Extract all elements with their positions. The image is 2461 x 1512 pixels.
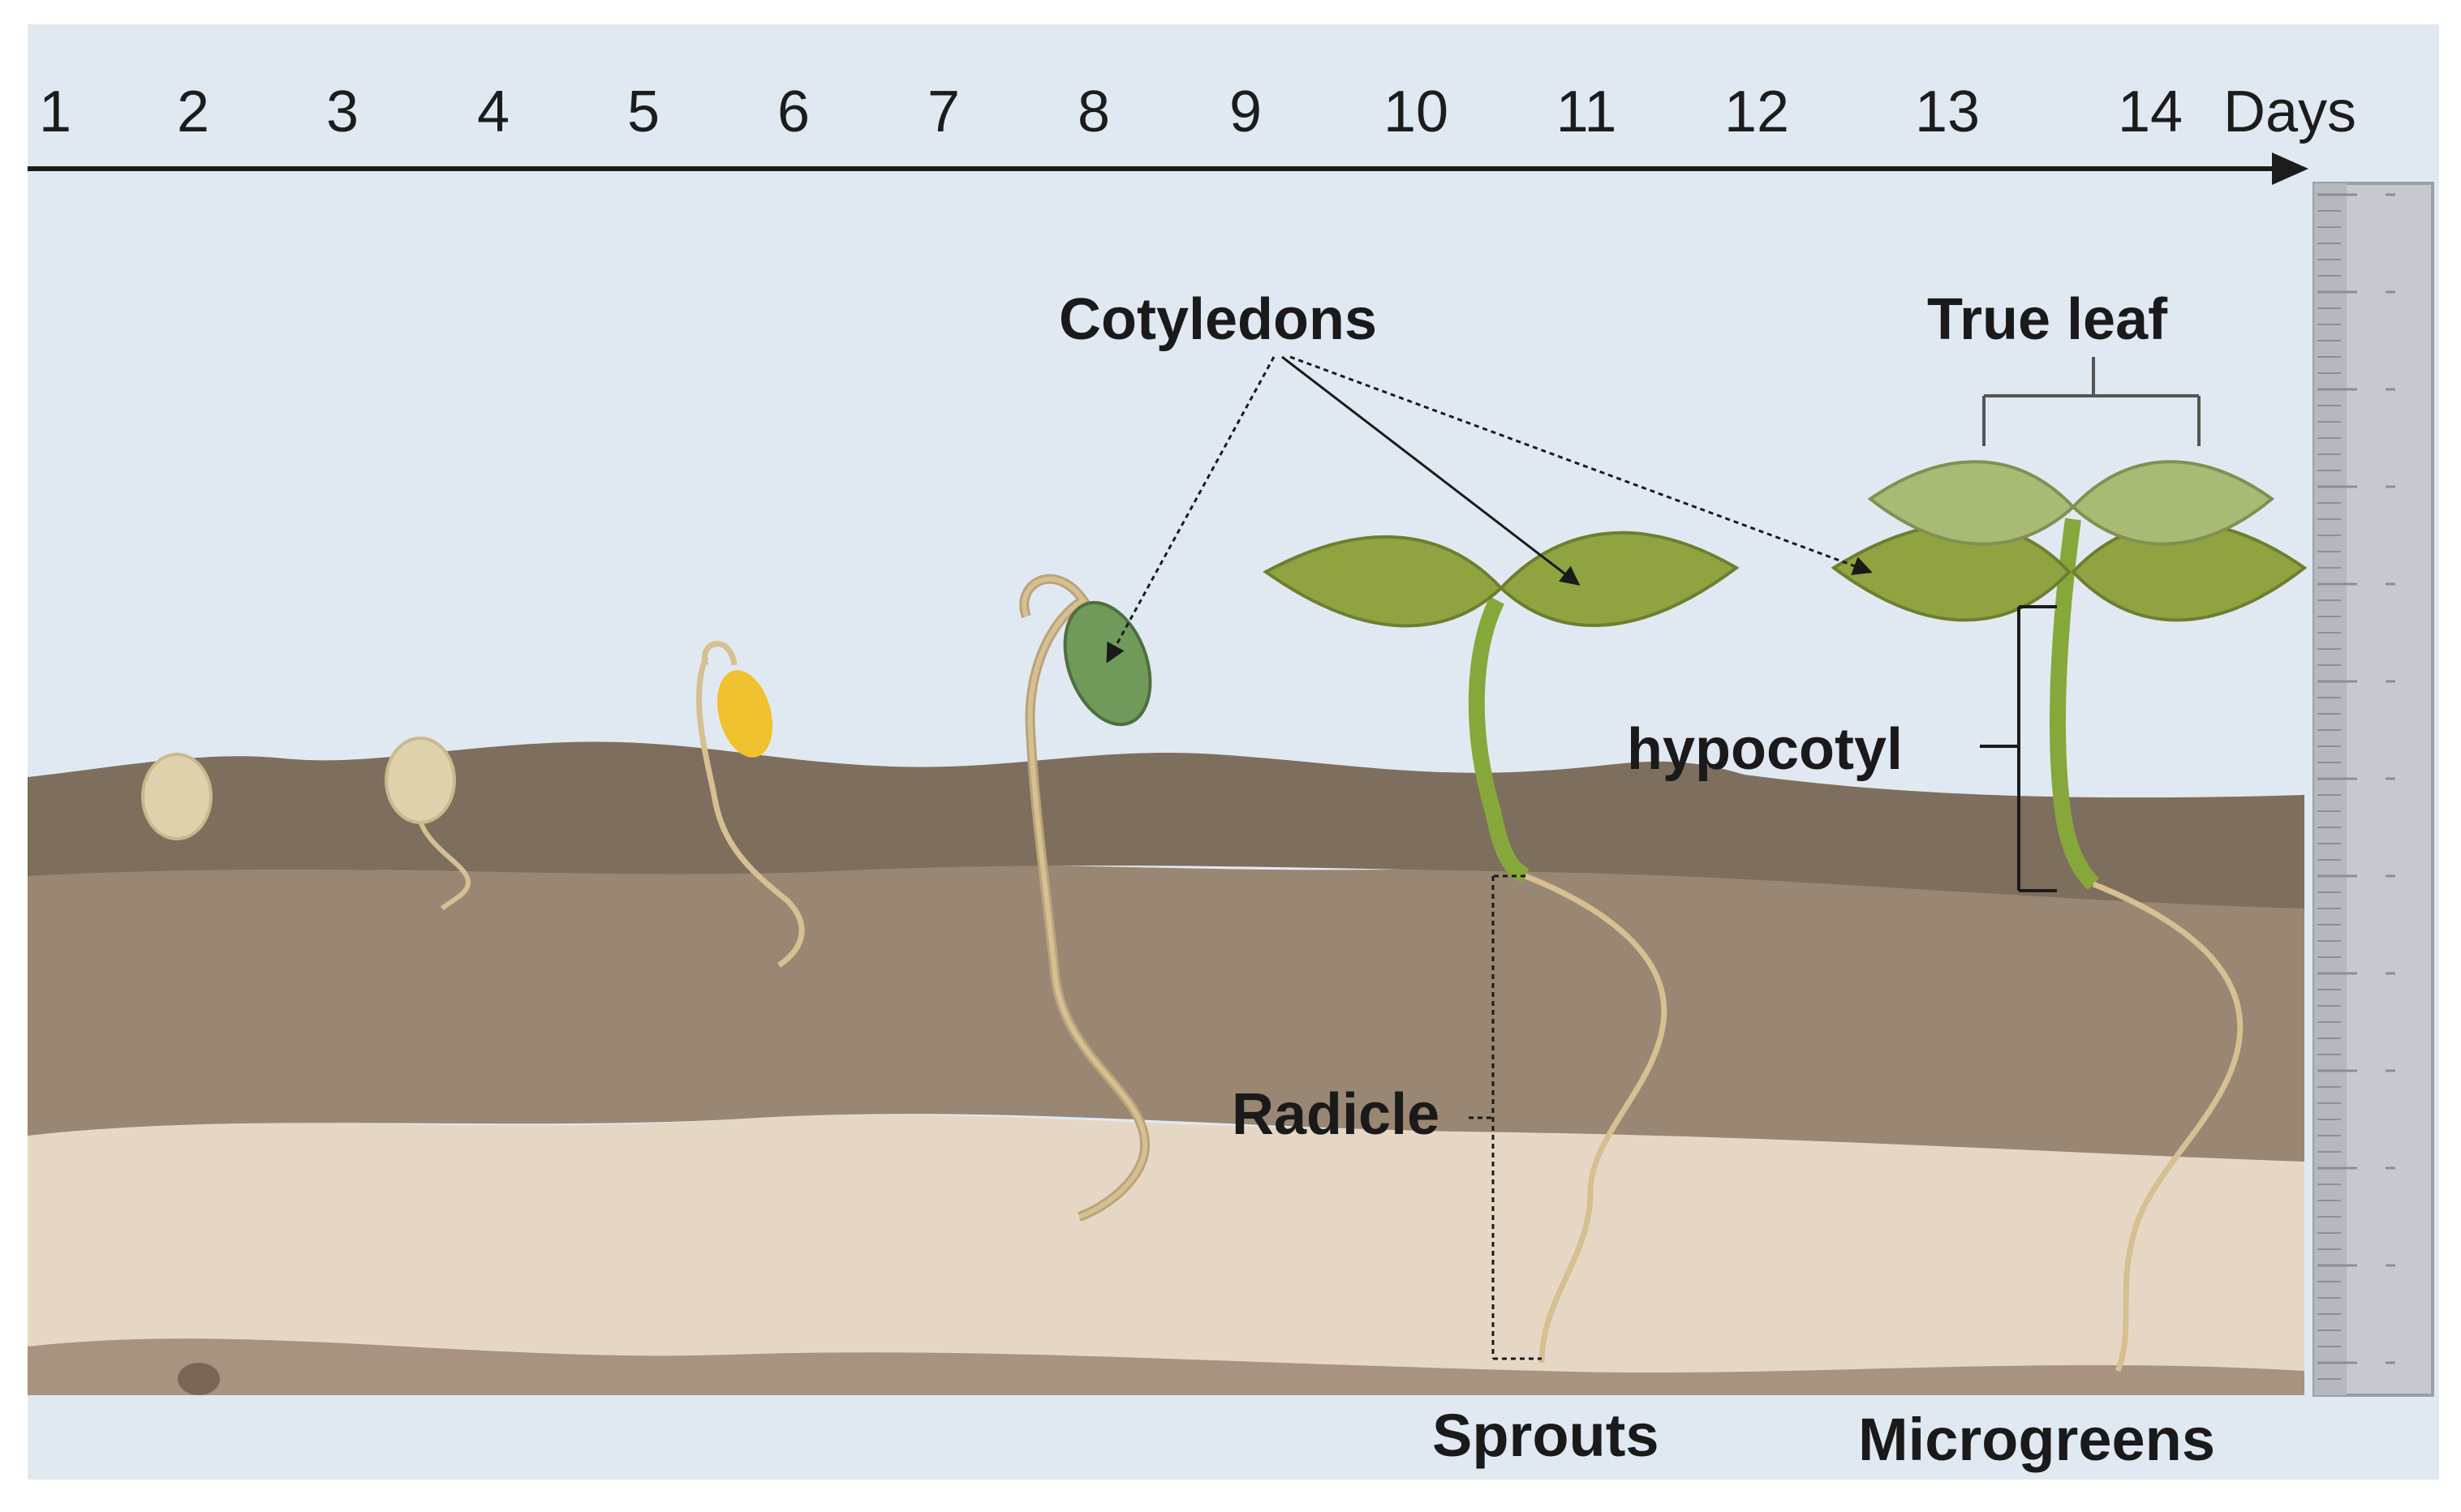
radicle-day3	[415, 810, 471, 911]
stem-day8-inner	[1022, 576, 1148, 1219]
true-leaf-label: True leaf	[1927, 287, 2168, 352]
yellow-seed-icon	[716, 670, 773, 758]
microgreen-seedling-icon	[1831, 460, 2308, 1372]
hook-day5	[701, 641, 738, 667]
day-label: 7	[927, 79, 960, 144]
day-label: 1	[39, 79, 71, 144]
seedling-icon	[1263, 530, 1740, 1364]
day-label: 8	[1078, 79, 1110, 144]
hypocotyl-label: hypocotyl	[1627, 717, 1903, 782]
days-unit-label: Days	[2223, 79, 2356, 144]
day-label: 12	[1724, 79, 1789, 144]
day-label: 3	[326, 79, 359, 144]
day-label: 5	[627, 79, 660, 144]
hypocotyl-bracket	[1980, 605, 2057, 892]
day-label: 6	[777, 79, 810, 144]
day-label: 4	[477, 79, 510, 144]
day-label: 10	[1383, 79, 1448, 144]
sprouts-label: Sprouts	[1432, 1402, 1659, 1469]
seed-icon	[141, 753, 213, 840]
root-day5	[695, 655, 805, 968]
day-label: 11	[1556, 79, 1617, 144]
microgreens-label: Microgreens	[1858, 1406, 2215, 1473]
radicle-label: Radicle	[1232, 1082, 1439, 1147]
day-label: 14	[2118, 79, 2183, 144]
sand-layer	[28, 1115, 2304, 1373]
true-leaf-bracket	[1982, 357, 2201, 446]
cotyledons-label: Cotyledons	[1059, 287, 1377, 352]
day-label: 9	[1229, 79, 1262, 144]
day-label: 13	[1915, 79, 1980, 144]
pebble	[178, 1363, 220, 1395]
arrow-right-icon	[2272, 152, 2308, 185]
cotyledon-closed-icon	[1063, 600, 1152, 727]
seed-icon	[385, 737, 456, 824]
day-label: 2	[177, 79, 209, 144]
subsoil-layer	[28, 864, 2304, 1162]
cotyledon-pointers	[1106, 355, 1873, 664]
sprout-radicle-bracket	[1469, 874, 1542, 1360]
topsoil-layer	[28, 741, 2304, 908]
ruler-icon	[2313, 182, 2434, 1397]
